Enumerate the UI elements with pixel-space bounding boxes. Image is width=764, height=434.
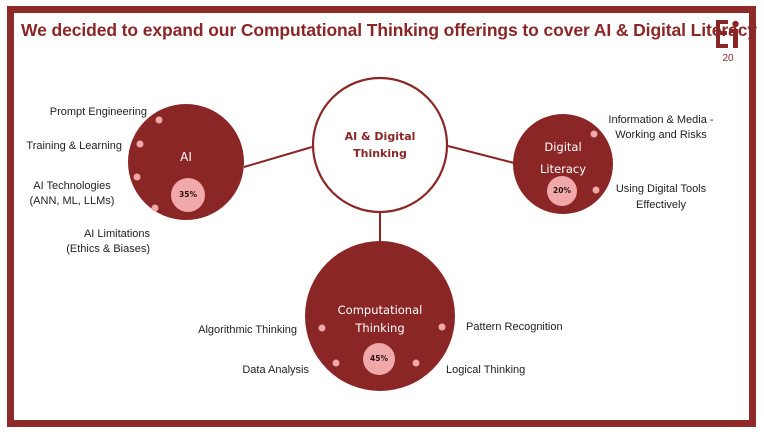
digital-topic-information-media-line1: Information & Media - [608,114,714,126]
ai-topic-dot [155,116,163,124]
ai-topic-dot [133,173,141,181]
center-hub-label-line2: Thinking [353,147,407,160]
ai-topic-dot [151,204,159,212]
digital-topic-digital-tools-line1: Using Digital Tools [615,183,707,195]
page-number: 20 [722,53,734,64]
connector-ai [243,146,313,168]
ai-topic-training-learning: Training & Learning [26,140,122,152]
digital-node-label: Digital Literacy [523,136,603,180]
digital-topic-digital-tools: Using Digital Tools Effectively [601,181,721,213]
ai-topic-technologies-line1: AI Technologies [33,180,111,192]
digital-topic-information-media: Information & Media - Working and Risks [601,113,721,142]
ai-share-label: 35% [179,190,197,199]
computational-topic-dot [438,323,446,331]
computational-share-label: 45% [370,354,388,363]
computational-topic-pattern-recognition: Pattern Recognition [466,321,563,333]
connector-digital [447,145,515,164]
ai-topic-technologies-line2: (ANN, ML, LLMs) [29,194,115,207]
computational-topic-dot [412,359,420,367]
computational-topic-data-analysis: Data Analysis [242,364,309,376]
center-hub-label: AI & Digital Thinking [320,128,440,162]
digital-topic-dot [590,130,598,138]
digital-share-circle [547,176,577,206]
digital-node-label-line1: Digital [544,140,582,154]
digital-topic-dot [592,186,600,194]
ai-node-circle [128,104,244,220]
computational-share-circle [363,343,395,375]
digital-node-label-line2: Literacy [539,162,587,176]
center-hub-label-line1: AI & Digital [344,130,416,143]
computational-topic-dot [318,324,326,332]
digital-node-circle [513,114,613,214]
computational-topic-algorithmic-thinking: Algorithmic Thinking [198,324,297,336]
ai-topic-dot [136,140,144,148]
ai-topic-technologies: AI Technologies (ANN, ML, LLMs) [24,179,120,208]
computational-node-label: Computational Thinking [320,301,440,337]
computational-node-label-line2: Thinking [355,321,405,335]
ai-topic-limitations-line1: AI Limitations [83,228,150,240]
computational-topic-logical-thinking: Logical Thinking [446,364,526,376]
ai-topic-limitations: AI Limitations (Ethics & Biases) [66,227,150,256]
computational-node-label-line1: Computational [337,303,423,317]
computational-topic-dot [332,359,340,367]
slide-title: We decided to expand our Computational T… [21,20,758,40]
ai-share-circle [171,178,205,212]
ai-topic-prompt-engineering: Prompt Engineering [49,106,147,118]
digital-topic-digital-tools-line2: Effectively [636,199,686,211]
computational-node-circle [305,241,455,391]
digital-share-label: 20% [553,186,571,195]
ai-node-label: AI [180,150,192,164]
digital-topic-information-media-line2: Working and Risks [615,128,707,141]
ei-logo-icon [716,20,739,48]
center-hub-circle [311,76,449,214]
ai-topic-limitations-line2: (Ethics & Biases) [66,242,150,255]
